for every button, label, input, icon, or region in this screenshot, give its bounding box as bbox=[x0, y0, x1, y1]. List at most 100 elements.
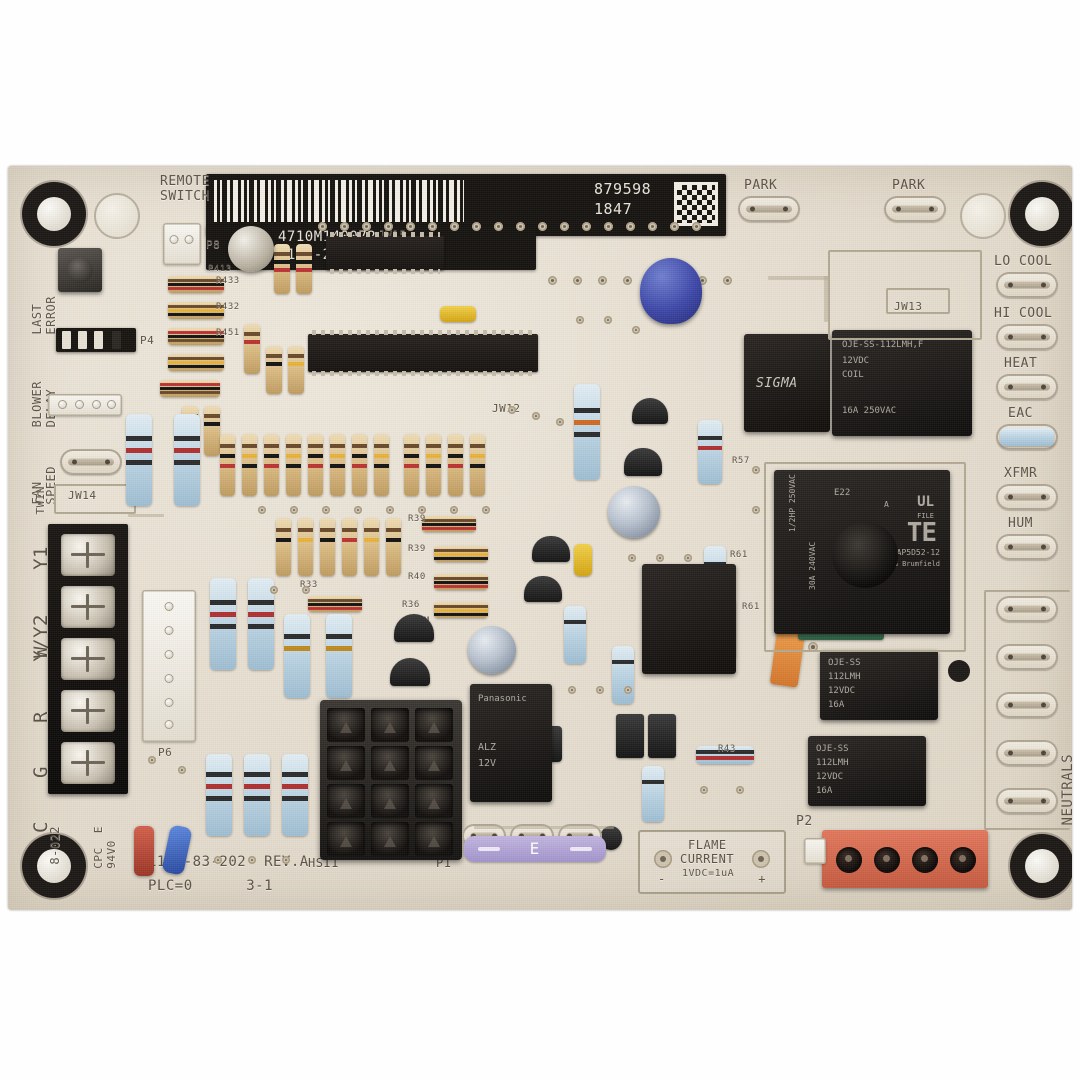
eac-jumper-resistor bbox=[1000, 428, 1054, 446]
heat-terminal[interactable] bbox=[996, 374, 1058, 400]
neutral-terminal-4[interactable] bbox=[996, 740, 1058, 766]
hum-label: HUM bbox=[1008, 516, 1033, 531]
jw14-silk-box bbox=[54, 484, 136, 514]
relay-top-right-line4: 16A 250VAC bbox=[842, 406, 897, 416]
neutral-terminal-5[interactable] bbox=[996, 788, 1058, 814]
trace-3 bbox=[128, 514, 164, 517]
twin-label: TWIN bbox=[34, 486, 47, 515]
relay-te-line1: T9AP5D52-12 bbox=[887, 548, 940, 557]
relay-te-brand: TE bbox=[906, 518, 937, 548]
sigma-brand-label: SIGMA bbox=[756, 376, 798, 391]
connector-p2[interactable] bbox=[822, 830, 988, 888]
mounting-ring-top-right bbox=[960, 193, 1006, 239]
relay-mid-line1: OJE-SS bbox=[828, 658, 861, 668]
relay-te-code: E22 bbox=[834, 488, 851, 498]
p8-label: P8 bbox=[206, 238, 221, 251]
flame-test-pad-minus[interactable] bbox=[654, 850, 672, 868]
flame-title-2: CURRENT bbox=[680, 852, 735, 866]
lo-cool-label: LO COOL bbox=[994, 254, 1053, 269]
ground-dash-left bbox=[478, 847, 500, 851]
relay-mid-line2: 112LMH bbox=[828, 672, 861, 682]
last-error-button[interactable] bbox=[58, 248, 102, 292]
main-12pin-connector[interactable] bbox=[320, 700, 462, 860]
low-voltage-terminal-block[interactable] bbox=[48, 524, 128, 794]
transformer-sigma-module: SIGMA bbox=[744, 334, 830, 432]
trace-2 bbox=[824, 276, 828, 322]
p2-pin-1[interactable] bbox=[836, 847, 862, 873]
relay-top-right-line1: OJE-SS-112LMH,F bbox=[842, 340, 924, 350]
crystal-resonator bbox=[440, 306, 476, 322]
ground-e-text: E bbox=[529, 839, 541, 858]
remote-switch-label: REMOTE SWITCH bbox=[160, 174, 210, 204]
p6-label: P6 bbox=[158, 746, 173, 759]
relay-low-right: OJE-SS 112LMH 12VDC 16A bbox=[808, 736, 926, 806]
lo-cool-terminal[interactable] bbox=[996, 272, 1058, 298]
furnace-control-board[interactable]: 879598 1847 4710M140072 1162-202 REMOTE … bbox=[8, 166, 1072, 910]
relay-top-right-line3: COIL bbox=[842, 370, 864, 380]
capacitor-blue-top bbox=[640, 258, 702, 324]
flame-plus-sign: + bbox=[758, 872, 766, 886]
terminal-screw[interactable] bbox=[61, 638, 115, 680]
heat-label: HEAT bbox=[1004, 356, 1038, 371]
capacitor-electrolytic-mid bbox=[608, 486, 660, 538]
mounting-hole-bottom-left bbox=[22, 834, 86, 898]
park-left-terminal[interactable] bbox=[738, 196, 800, 222]
terminal-screw[interactable] bbox=[61, 742, 115, 784]
ground-dash-right bbox=[570, 847, 592, 851]
p2-keying-shroud bbox=[804, 838, 826, 864]
relay-top-right-line2: 12VDC bbox=[842, 356, 870, 366]
p2-label: P2 bbox=[796, 814, 813, 829]
relay-low-line4: 16A bbox=[816, 786, 833, 796]
park-right-terminal[interactable] bbox=[884, 196, 946, 222]
xfmr-terminal[interactable] bbox=[996, 484, 1058, 510]
blower-delay-dip-switch[interactable] bbox=[56, 328, 136, 352]
ul-number-label: 8-022 bbox=[48, 826, 62, 865]
ground-label-strip: E bbox=[464, 836, 606, 862]
mounting-ring-top-left bbox=[94, 193, 140, 239]
neutral-terminal-1[interactable] bbox=[996, 596, 1058, 622]
silk-box-relay-area bbox=[764, 462, 966, 652]
fan-speed-header[interactable] bbox=[48, 394, 122, 416]
relay-te-main[interactable]: TE T9AP5D52-12 Potter & Brumfield 1/2HP … bbox=[774, 470, 950, 634]
hum-terminal[interactable] bbox=[996, 534, 1058, 560]
barcode-label: 879598 1847 bbox=[206, 174, 726, 236]
relay-mid-line4: 16A bbox=[828, 700, 845, 710]
relay-te-file: FILE bbox=[917, 512, 934, 520]
flame-current-test-box[interactable]: FLAME CURRENT 1VDC=1uA - + bbox=[638, 830, 786, 894]
neutrals-silk-box bbox=[984, 590, 1070, 830]
neutral-terminal-2[interactable] bbox=[996, 644, 1058, 670]
hi-cool-label: HI COOL bbox=[994, 306, 1053, 321]
terminal-screw[interactable] bbox=[61, 690, 115, 732]
label-part-number: 879598 bbox=[594, 180, 652, 198]
mounting-hole-bottom-right bbox=[1010, 834, 1072, 898]
trace-1 bbox=[768, 276, 828, 280]
eac-label: EAC bbox=[1008, 406, 1033, 421]
flame-test-pad-plus[interactable] bbox=[752, 850, 770, 868]
connector-p8[interactable] bbox=[163, 223, 201, 265]
relay-top-right: OJE-SS-112LMH,F 12VDC COIL 16A 250VAC bbox=[832, 330, 972, 436]
hi-cool-terminal[interactable] bbox=[996, 324, 1058, 350]
p2-pin-4[interactable] bbox=[950, 847, 976, 873]
relay-center-panasonic: Panasonic ALZ 12V bbox=[470, 684, 552, 802]
terminal-screw[interactable] bbox=[61, 534, 115, 576]
terminal-screw[interactable] bbox=[61, 586, 115, 628]
cpc-94v0-label: CPC E 94V0 bbox=[92, 826, 118, 869]
p4-label: P4 bbox=[140, 334, 155, 347]
neutral-terminal-3[interactable] bbox=[996, 692, 1058, 718]
connector-p6[interactable] bbox=[142, 590, 196, 742]
flame-title-1: FLAME bbox=[688, 838, 727, 852]
relay-te-rev: A bbox=[884, 500, 889, 509]
twin-terminal[interactable] bbox=[60, 449, 122, 475]
p2-pin-2[interactable] bbox=[874, 847, 900, 873]
capacitor-electrolytic-lower bbox=[468, 626, 516, 674]
ic-u2-dip bbox=[326, 232, 444, 274]
mounting-hole-top-right bbox=[1010, 182, 1072, 246]
last-error-label: LAST ERROR bbox=[30, 296, 58, 335]
park-left-label: PARK bbox=[744, 178, 778, 193]
relay-center-brand: Panasonic bbox=[478, 694, 527, 704]
relay-mid-right: OJE-SS 112LMH 12VDC 16A bbox=[820, 650, 938, 720]
ic-u1-microcontroller bbox=[308, 330, 538, 376]
capacitor-red bbox=[134, 826, 154, 876]
p2-pin-3[interactable] bbox=[912, 847, 938, 873]
datamatrix-code bbox=[674, 182, 718, 226]
